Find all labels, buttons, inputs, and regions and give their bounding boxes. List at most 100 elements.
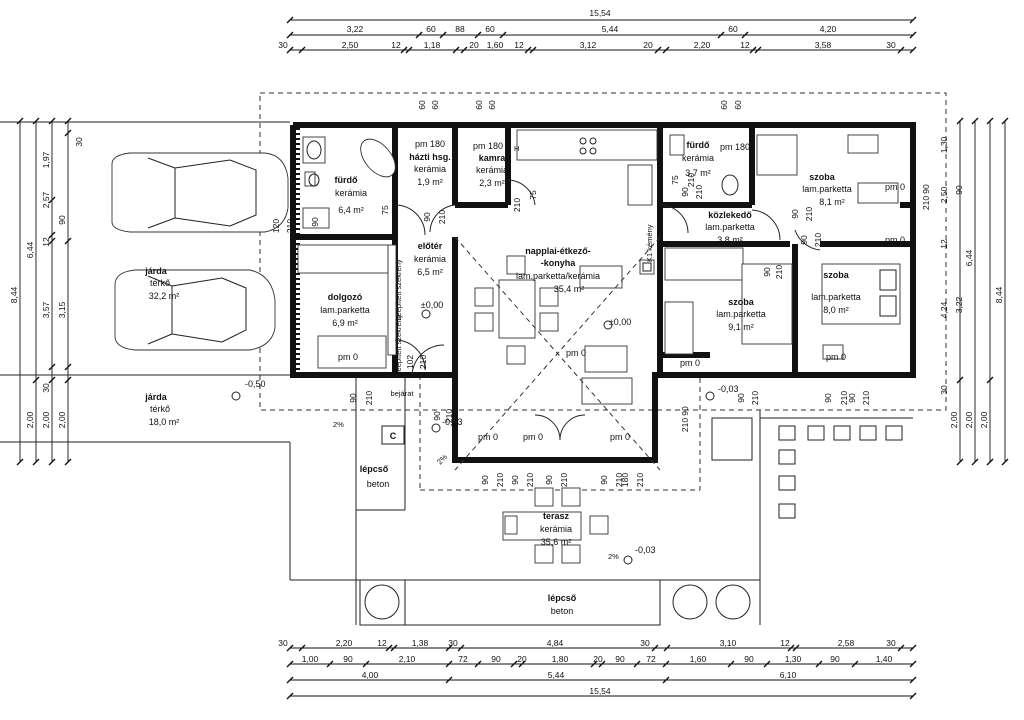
room-jarda1-name: járda [144, 266, 168, 276]
opening-label: 90 [823, 393, 833, 403]
opening-label: 210 [437, 210, 447, 224]
car-top [111, 152, 289, 233]
opening-label: 210 [680, 418, 690, 432]
svg-text:30: 30 [448, 638, 458, 648]
opening-label: 210 [512, 198, 522, 212]
svg-text:12: 12 [514, 40, 524, 50]
opening-label: 210 [495, 473, 505, 487]
opening-label: 210 [614, 473, 624, 487]
svg-text:8,44: 8,44 [994, 286, 1004, 303]
room-furdo2-name: fürdő [687, 140, 710, 150]
svg-text:pm 0: pm 0 [478, 432, 498, 442]
svg-text:1,30: 1,30 [785, 654, 802, 664]
svg-text:2%: 2% [435, 452, 449, 466]
right-dimensions: 1,30 2,50 12 4,24 30 2,00 6,44 2,00 8,44… [939, 117, 1009, 466]
svg-text:2,00: 2,00 [979, 411, 989, 428]
opening-label: 75 [670, 175, 680, 185]
opening-label: 210 [804, 207, 814, 221]
opening-label: 90 [762, 267, 772, 277]
opening-label: 60 [719, 100, 729, 110]
opening-label: 90 [680, 406, 690, 416]
svg-text:4,84: 4,84 [547, 638, 564, 648]
svg-text:30: 30 [278, 40, 288, 50]
roof-projection [454, 236, 661, 471]
svg-text:4,00: 4,00 [362, 670, 379, 680]
room-kamra-name: kamra [479, 153, 507, 163]
svg-text:88: 88 [455, 24, 465, 34]
room-lepcso1-name: lépcső [360, 464, 389, 474]
svg-text:20: 20 [593, 654, 603, 664]
svg-text:30: 30 [886, 40, 896, 50]
car-bottom [114, 269, 276, 351]
svg-text:12: 12 [377, 638, 387, 648]
svg-text:4,20: 4,20 [820, 24, 837, 34]
svg-text:3,22: 3,22 [954, 296, 964, 313]
opening-label: 102 [405, 355, 415, 369]
svg-text:kerámia: kerámia [476, 165, 508, 175]
svg-text:90: 90 [343, 654, 353, 664]
opening-label: 90 [599, 475, 609, 485]
opening-label: 210 [525, 473, 535, 487]
svg-text:-konyha: -konyha [541, 258, 577, 268]
svg-text:pm 180: pm 180 [415, 139, 445, 149]
svg-text:kerámia: kerámia [414, 254, 446, 264]
opening-label: 210 [774, 265, 784, 279]
svg-text:1,38: 1,38 [412, 638, 429, 648]
svg-text:60: 60 [485, 24, 495, 34]
opening-label: 90 [422, 212, 432, 222]
svg-text:60: 60 [426, 24, 436, 34]
svg-text:pm 0: pm 0 [566, 348, 586, 358]
svg-text:-0,03: -0,03 [635, 545, 656, 555]
room-szoba2-name: szoba [728, 297, 755, 307]
opening-label: 210 [285, 219, 295, 233]
svg-text:30: 30 [939, 385, 949, 395]
svg-text:pm 0: pm 0 [338, 352, 358, 362]
svg-text:2,50: 2,50 [939, 186, 949, 203]
svg-text:18,0 m²: 18,0 m² [149, 417, 180, 427]
svg-text:2,00: 2,00 [25, 411, 35, 428]
opening-label: 90 [348, 393, 358, 403]
opening-label: 60 [733, 100, 743, 110]
svg-text:3,10: 3,10 [720, 638, 737, 648]
svg-text:32,2 m²: 32,2 m² [149, 291, 180, 301]
opening-label: 90 [799, 235, 809, 245]
room-kozlekedo-name: közlekedő [708, 210, 752, 220]
svg-text:térkő: térkő [150, 278, 170, 288]
svg-text:90: 90 [744, 654, 754, 664]
svg-text:30: 30 [278, 638, 288, 648]
opening-label: 120 [271, 219, 281, 233]
svg-text:1,40: 1,40 [876, 654, 893, 664]
svg-text:pm 180: pm 180 [720, 142, 750, 152]
top-dimensions: 15,54 3,22 60 88 60 5,44 60 4,20 30 2,50… [278, 8, 917, 54]
opening-label: 75 [528, 190, 538, 200]
svg-text:20: 20 [517, 654, 527, 664]
svg-text:lam.parketta/kerámia: lam.parketta/kerámia [516, 271, 600, 281]
svg-text:kerámia: kerámia [414, 164, 446, 174]
svg-text:lam.parketta: lam.parketta [716, 309, 766, 319]
opening-label: 210 [921, 196, 931, 210]
svg-text:35,4 m²: 35,4 m² [554, 284, 585, 294]
svg-text:6,9 m²: 6,9 m² [332, 318, 358, 328]
svg-text:lam.parketta: lam.parketta [811, 292, 861, 302]
svg-text:lam.parketta: lam.parketta [802, 184, 852, 194]
svg-text:30: 30 [74, 137, 84, 147]
svg-text:pm 0: pm 0 [680, 358, 700, 368]
opening-label: 210 [750, 391, 760, 405]
svg-text:1,60: 1,60 [690, 654, 707, 664]
svg-text:C: C [390, 431, 397, 441]
opening-label: 90 [310, 217, 320, 227]
site-outlines [0, 92, 947, 626]
svg-text:1,00: 1,00 [302, 654, 319, 664]
svg-text:5,44: 5,44 [602, 24, 619, 34]
door-swings [394, 179, 821, 441]
room-furdo1-name: fürdő [335, 175, 358, 185]
svg-text:beépített szekrény: beépített szekrény [394, 259, 403, 321]
svg-text:kerámia: kerámia [335, 188, 367, 198]
room-labels: fürdő kerámia 6,4 m² pm 180 házti hsg. k… [144, 139, 905, 616]
svg-text:6,10: 6,10 [780, 670, 797, 680]
svg-text:pm 0: pm 0 [610, 432, 630, 442]
svg-text:H: H [514, 144, 519, 153]
room-szoba3-name: szoba [823, 270, 850, 280]
